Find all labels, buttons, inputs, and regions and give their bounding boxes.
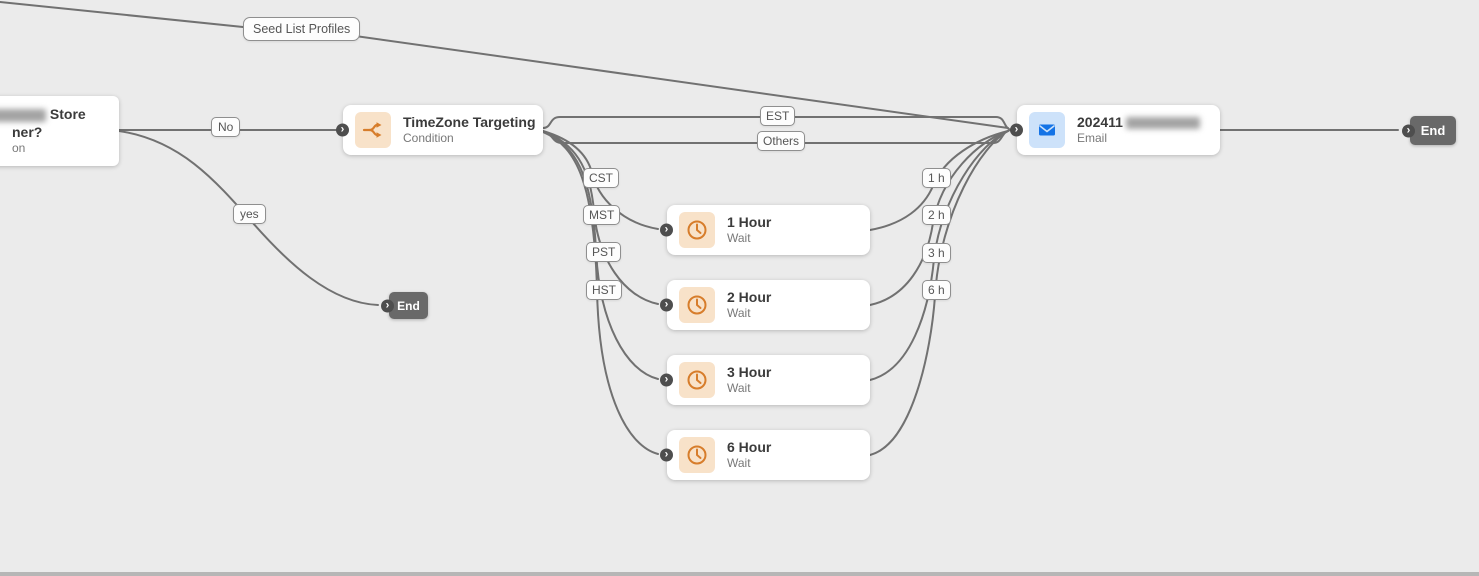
- node-store-condition[interactable]: Store ner? on: [0, 96, 119, 166]
- edge-label-mst[interactable]: MST: [583, 205, 621, 225]
- edge-label-seed-list-profiles[interactable]: Seed List Profiles: [243, 17, 361, 41]
- edge-label-pst[interactable]: PST: [586, 242, 622, 262]
- redacted-text: [0, 108, 46, 122]
- end-node-main[interactable]: › End: [1402, 116, 1456, 145]
- node-email[interactable]: › 202411 Email: [1010, 105, 1220, 155]
- node-subtitle: Wait: [727, 231, 751, 246]
- node-title: 202411: [1077, 114, 1200, 132]
- node-wait-2-hour[interactable]: › 2 Hour Wait: [660, 280, 870, 330]
- bottom-scrollbar[interactable]: [0, 572, 1479, 576]
- edge-label-hst[interactable]: HST: [586, 280, 622, 300]
- clock-icon: [679, 212, 715, 248]
- end-node-yes-branch[interactable]: › End: [381, 292, 428, 319]
- redacted-text: [1125, 117, 1200, 130]
- clock-icon: [679, 437, 715, 473]
- node-title: 3 Hour: [727, 363, 772, 380]
- node-subtitle: Wait: [727, 306, 751, 321]
- edge-label-no[interactable]: No: [211, 117, 241, 137]
- node-wait-3-hour[interactable]: › 3 Hour Wait: [660, 355, 870, 405]
- clock-icon: [679, 362, 715, 398]
- edge-label-2h[interactable]: 2 h: [922, 205, 951, 225]
- node-title: TimeZone Targeting: [403, 113, 536, 130]
- edge-label-3h[interactable]: 3 h: [922, 243, 951, 263]
- node-title-line2: ner?: [12, 123, 43, 140]
- node-timezone-targeting[interactable]: › TimeZone Targeting Condition: [336, 105, 543, 155]
- edge-topleft-to-seed: [0, 1, 244, 28]
- node-subtitle: Wait: [727, 381, 751, 396]
- node-subtitle: on: [12, 141, 26, 155]
- input-port[interactable]: ›: [660, 298, 673, 312]
- end-label: End: [397, 298, 420, 313]
- input-port[interactable]: ›: [660, 373, 673, 387]
- input-port[interactable]: ›: [1402, 124, 1415, 137]
- input-port[interactable]: ›: [660, 223, 673, 237]
- input-port[interactable]: ›: [381, 299, 394, 312]
- input-port[interactable]: ›: [1010, 123, 1023, 137]
- node-subtitle: Wait: [727, 456, 751, 471]
- end-label: End: [1420, 123, 1446, 138]
- edge-label-est[interactable]: EST: [760, 106, 796, 126]
- edge-label-yes[interactable]: yes: [233, 204, 266, 224]
- clock-icon: [679, 287, 715, 323]
- edge-label-cst[interactable]: CST: [583, 168, 619, 188]
- node-subtitle: Condition: [403, 131, 454, 146]
- node-title-line1: Store: [0, 106, 86, 124]
- node-title: 6 Hour: [727, 438, 772, 455]
- input-port[interactable]: ›: [660, 448, 673, 462]
- email-icon: [1029, 112, 1065, 148]
- node-subtitle: Email: [1077, 131, 1108, 146]
- node-wait-6-hour[interactable]: › 6 Hour Wait: [660, 430, 870, 480]
- edge-label-1h[interactable]: 1 h: [922, 168, 951, 188]
- edge-label-others[interactable]: Others: [757, 131, 806, 151]
- node-title: 1 Hour: [727, 213, 772, 230]
- edge-label-6h[interactable]: 6 h: [922, 280, 951, 300]
- input-port[interactable]: ›: [336, 123, 349, 137]
- node-title: 2 Hour: [727, 288, 772, 305]
- node-wait-1-hour[interactable]: › 1 Hour Wait: [660, 205, 870, 255]
- branch-condition-icon: [355, 112, 391, 148]
